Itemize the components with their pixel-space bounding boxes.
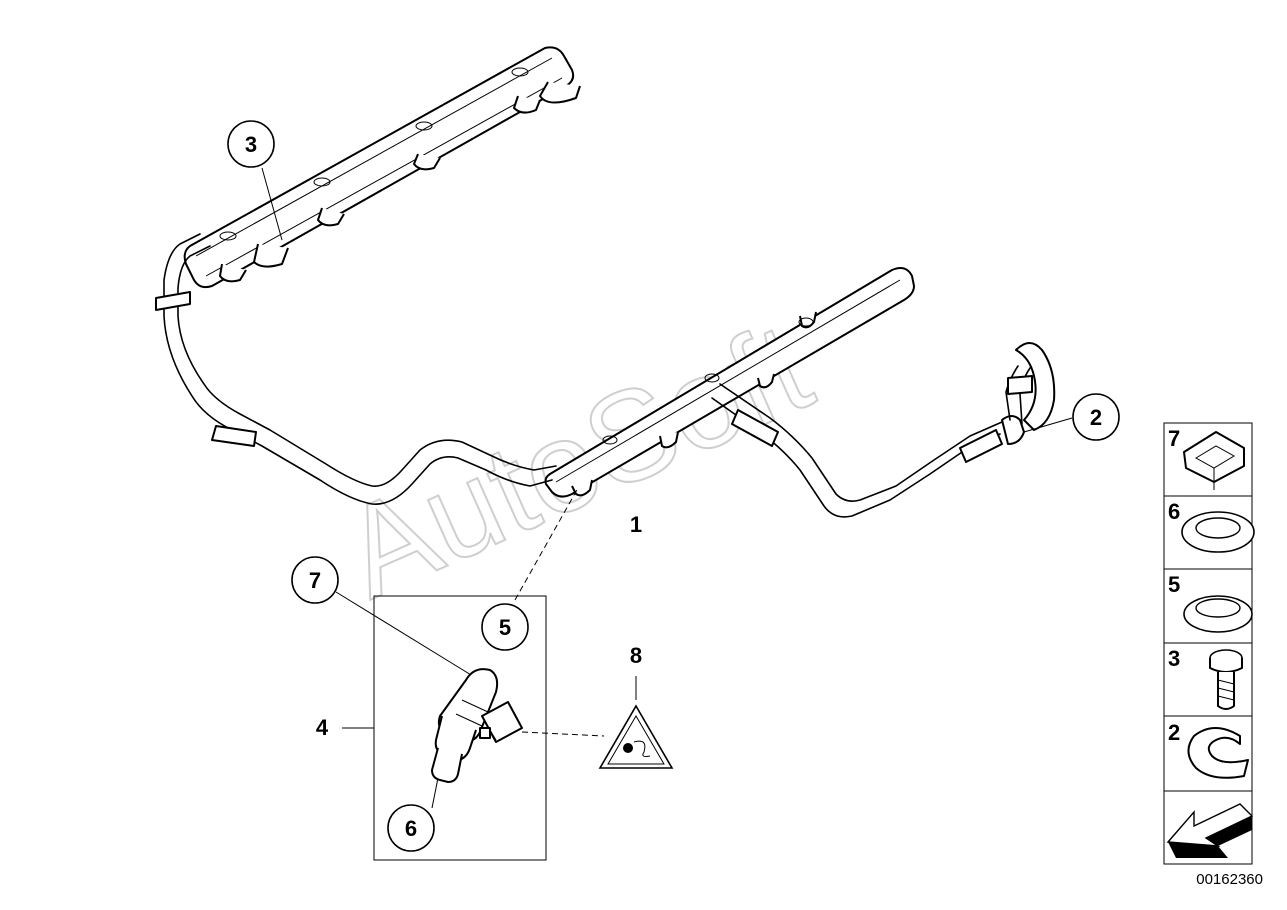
retaining-clip-icon	[1187, 727, 1249, 779]
fuel-injector	[431, 668, 523, 783]
parts-panel: 7 6 5 3 2	[1163, 422, 1255, 865]
reference-number: 00162360	[1196, 871, 1263, 888]
callout-4: 4	[316, 715, 329, 740]
svg-text:5: 5	[499, 615, 511, 640]
injector-kit-frame	[373, 595, 547, 861]
leader-lines	[261, 167, 1073, 809]
callout-5: 5	[481, 603, 529, 651]
upper-fuel-rail	[183, 46, 581, 289]
svg-text:7: 7	[309, 568, 321, 593]
supply-pipe	[711, 342, 1056, 518]
panel-number-5: 5	[1168, 572, 1180, 597]
warning-triangle-icon	[598, 704, 674, 769]
callout-7: 7	[291, 556, 339, 604]
fuel-feed-pipe	[155, 233, 557, 505]
panel-number-3: 3	[1168, 646, 1180, 671]
svg-text:2: 2	[1090, 405, 1102, 430]
svg-text:6: 6	[405, 816, 417, 841]
callout-1: 1	[630, 512, 642, 537]
seal-ring-icon	[1181, 511, 1255, 553]
clip-icon	[1183, 431, 1245, 490]
panel-number-2: 2	[1168, 720, 1180, 745]
panel-number-7: 7	[1168, 426, 1180, 451]
panel-number-6: 6	[1168, 499, 1180, 524]
arrow-icon	[1166, 803, 1254, 858]
callout-6: 6	[387, 804, 435, 852]
callout-2: 2	[1072, 393, 1120, 441]
callout-3: 3	[227, 120, 275, 168]
svg-text:3: 3	[245, 132, 257, 157]
seal-ring-icon	[1183, 595, 1253, 633]
callout-8: 8	[630, 643, 642, 668]
screw-icon	[1209, 649, 1243, 710]
